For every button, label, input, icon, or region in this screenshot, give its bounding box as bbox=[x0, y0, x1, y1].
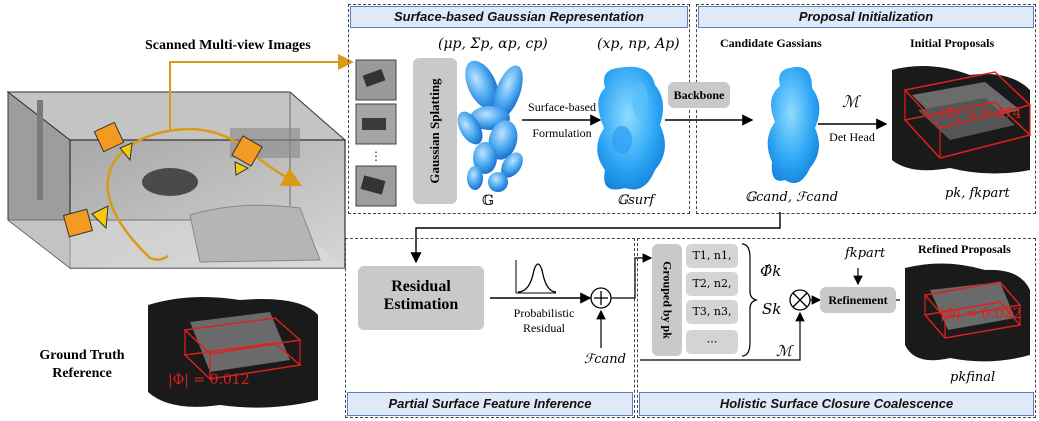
camera-trajectory-start bbox=[149, 254, 169, 261]
residual-label-2: Estimation bbox=[383, 296, 459, 313]
final-label: pkfinal bbox=[950, 370, 996, 385]
camera-icon bbox=[231, 135, 263, 176]
formulation-label-1: Surface-based bbox=[528, 100, 596, 114]
panel-proposal-init bbox=[696, 4, 1036, 214]
ground-truth-image bbox=[142, 292, 322, 417]
svg-text:⋮: ⋮ bbox=[370, 149, 382, 163]
refinement-label: Refinement bbox=[828, 293, 888, 307]
gaussian-splatting-box: Gaussian Splatting bbox=[413, 58, 457, 204]
group-row-3: T3, n3, A3 bbox=[686, 300, 738, 342]
group-row-4: ⋯ bbox=[686, 330, 738, 354]
group-row-1: T1, n1, A1 bbox=[686, 244, 738, 286]
initial-proposal-image bbox=[890, 62, 1032, 177]
surface-params: (xp, np, Ap) bbox=[597, 36, 680, 52]
prob-label-1: Probabilistic bbox=[513, 306, 575, 320]
phi-k-label: Φ̂k bbox=[760, 262, 782, 280]
refined-proposal-image bbox=[900, 258, 1032, 368]
candidate-gaussian-cluster bbox=[767, 66, 820, 184]
scanned-title: Scanned Multi-view Images bbox=[145, 38, 311, 53]
scanned-arrow bbox=[169, 54, 354, 130]
gaussian-cluster bbox=[457, 60, 523, 192]
g-surf-label: 𝔾surf bbox=[617, 193, 655, 208]
f-part-label: fkpart bbox=[845, 246, 886, 261]
backbone-label: Backbone bbox=[673, 88, 725, 102]
residual-label-1: Residual bbox=[391, 278, 451, 295]
sum-operator-icon bbox=[590, 287, 612, 309]
gaussian-splatting-label: Gaussian Splatting bbox=[427, 78, 442, 184]
det-head-label: Det Head bbox=[829, 130, 875, 144]
initial-title: Initial Proposals bbox=[910, 36, 995, 50]
panel-title-partial-surface: Partial Surface Feature Inference bbox=[347, 392, 633, 416]
panel-surface-gaussian bbox=[348, 4, 690, 214]
backbone-box: Backbone bbox=[668, 82, 730, 108]
camera-icon bbox=[62, 205, 109, 238]
product-operator-icon bbox=[789, 289, 811, 311]
m-symbol-bottom: ℳ bbox=[776, 342, 793, 360]
m-symbol-top: ℳ bbox=[842, 92, 860, 111]
panel-holistic bbox=[637, 238, 1036, 418]
refined-value: |Φ| = 0.022 bbox=[940, 306, 1022, 322]
probability-curve-icon bbox=[515, 260, 557, 294]
scanned-thumbnails: ⋮ bbox=[355, 59, 397, 207]
camera-icon bbox=[93, 121, 133, 162]
cand-label: 𝔾cand, ℱcand bbox=[745, 190, 839, 205]
panel-partial-surface bbox=[345, 238, 635, 418]
surface-gaussian-cluster bbox=[597, 66, 665, 190]
grouped-by-box: Grouped by pk bbox=[652, 244, 682, 356]
refined-title: Refined Proposals bbox=[918, 242, 1011, 256]
grouped-by-label: Grouped by pk bbox=[660, 261, 675, 339]
panel-title-surface-gaussian: Surface-based Gaussian Representation bbox=[350, 6, 688, 28]
gt-value: |Φ| = 0.012 bbox=[168, 372, 250, 388]
initial-value: |Φ| = 0.474 bbox=[940, 106, 1022, 122]
room-scene bbox=[6, 90, 347, 270]
pk-label: pk, fkpart bbox=[945, 186, 1010, 201]
residual-estimation-box: Residual Estimation bbox=[358, 266, 484, 330]
g-label: 𝔾 bbox=[482, 193, 494, 209]
candidate-title: Candidate Gassians bbox=[720, 36, 822, 50]
camera-trajectory bbox=[106, 127, 303, 259]
s-k-label: Sk bbox=[762, 300, 782, 318]
gaussian-params: (μp, Σp, αp, cp) bbox=[438, 36, 548, 52]
f-cand-label: ℱcand bbox=[584, 352, 626, 367]
panel-title-holistic: Holistic Surface Closure Coalescence bbox=[639, 392, 1034, 416]
gt-title-line2: Reference bbox=[52, 366, 112, 381]
refinement-box: Refinement bbox=[820, 287, 896, 313]
panel-title-proposal-init: Proposal Initialization bbox=[698, 6, 1034, 28]
group-row-2: T2, n2, A2 bbox=[686, 272, 738, 314]
formulation-label-2: Formulation bbox=[532, 126, 592, 140]
prob-label-2: Residual bbox=[523, 321, 565, 335]
gt-title-line1: Ground Truth bbox=[39, 348, 125, 363]
